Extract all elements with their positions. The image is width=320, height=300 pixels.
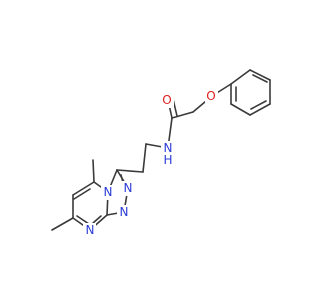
atom-n-amide: N H <box>161 141 174 167</box>
atom-label-n-triazole-b: N <box>120 205 129 219</box>
molecule-structure: O O N H N N N N <box>51 69 271 238</box>
bond <box>252 74 268 83</box>
bond <box>230 103 251 116</box>
bond <box>171 111 194 119</box>
atom-n-pyrimidine: N <box>83 223 96 238</box>
atom-label-n-pyrimidine: N <box>86 223 95 237</box>
bond <box>73 188 91 200</box>
atom-n-bridge: N <box>101 185 114 200</box>
bond <box>51 217 74 231</box>
atom-label-o-carbonyl: O <box>162 93 171 107</box>
atom-label-n-amide-h: H <box>163 153 172 167</box>
atom-label-n-amide: N <box>164 141 173 155</box>
atom-label-o-ether: O <box>206 89 215 103</box>
atom-label-n-triazole-a: N <box>124 181 133 195</box>
bond <box>72 181 95 196</box>
atom-n-triazole-a: N <box>121 181 134 196</box>
atom-o-ether: O <box>205 89 218 104</box>
atom-o-carbonyl: O <box>161 93 174 108</box>
atom-labels: O O N H N N N N <box>83 89 218 238</box>
bond <box>142 143 147 173</box>
bond <box>92 159 95 183</box>
bond <box>230 69 251 85</box>
bond <box>76 215 90 225</box>
bond <box>249 103 271 116</box>
atom-label-n-bridge: N <box>104 185 113 199</box>
bond <box>116 169 144 173</box>
atom-n-triazole-b: N <box>117 205 130 220</box>
bond <box>249 69 271 81</box>
bond <box>92 215 102 224</box>
bond <box>250 100 267 110</box>
